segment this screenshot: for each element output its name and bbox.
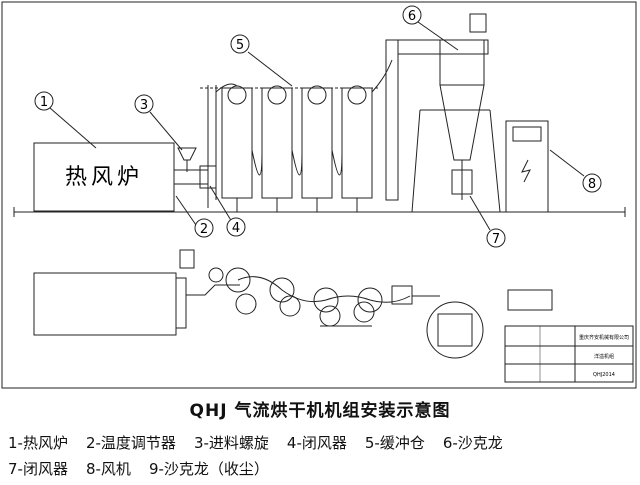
feed-screw (177, 147, 197, 161)
title-block: 重庆齐安机械有限公司 洋溢机组 QHJ2014 (504, 325, 634, 383)
callout-2: 2 (200, 222, 208, 237)
callout-8: 8 (588, 177, 596, 192)
cyclone-6 (385, 13, 501, 213)
callout-1: 1 (40, 95, 48, 110)
drawing-frame (1, 1, 637, 389)
plan-fan (507, 289, 553, 311)
elevation-view (13, 13, 626, 217)
plan-view (33, 249, 553, 359)
diagram-title: QHJ 气流烘干机机组安装示意图 (189, 401, 451, 421)
buffer-units (200, 59, 393, 212)
furnace-label: 热风炉 (65, 165, 143, 190)
callout-4: 4 (232, 221, 240, 236)
title-block-company: 重庆齐安机械有限公司 (579, 334, 629, 341)
title-block-drawing-no: QHJ2014 (593, 372, 615, 378)
callout-leaders (49, 21, 585, 231)
plan-cyclone (426, 301, 484, 359)
legend-row-2: 7-闭风器 8-风机 9-沙克龙（收尘） (8, 458, 269, 479)
callout-6: 6 (408, 9, 416, 24)
legend-row-1: 1-热风炉 2-温度调节器 3-进料螺旋 4-闭风器 5-缓冲仓 6-沙克龙 (8, 432, 503, 453)
callouts: 1 2 3 4 5 6 7 8 (34, 5, 602, 248)
fan-cabinet (505, 120, 549, 213)
legend-item: 3-进料螺旋 (193, 434, 269, 452)
legend-item: 8-风机 (85, 460, 131, 478)
callout-5: 5 (236, 38, 244, 53)
airlock-7 (451, 169, 473, 195)
legend-item: 1-热风炉 (8, 434, 68, 452)
legend-item: 4-闭风器 (286, 434, 347, 452)
callout-7: 7 (492, 232, 500, 247)
legend-item: 7-闭风器 (8, 460, 68, 478)
legend-item: 2-温度调节器 (85, 434, 176, 452)
installation-diagram: 1 2 3 4 5 6 7 8 热风炉 (1, 1, 637, 389)
legend-item: 5-缓冲仓 (364, 434, 425, 452)
legend-item: 6-沙克龙 (442, 434, 503, 452)
legend-item: 9-沙克龙（收尘） (148, 460, 269, 478)
title-block-drawing-name: 洋溢机组 (594, 353, 614, 360)
plan-furnace (33, 272, 177, 336)
callout-3: 3 (140, 98, 148, 113)
